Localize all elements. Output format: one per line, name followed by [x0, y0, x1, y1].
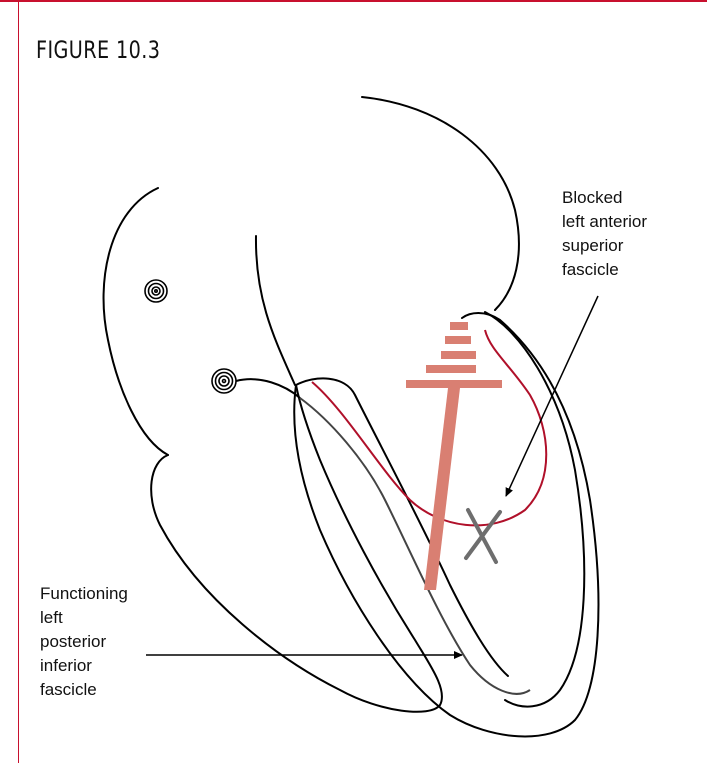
left-ventricle-outline — [294, 313, 598, 736]
blocked-label-line-3: superior — [562, 234, 647, 258]
blocked-label-line-4: fascicle — [562, 258, 647, 282]
blocked-label-line-1: Blocked — [562, 186, 647, 210]
blocked-label-line-2: left anterior — [562, 210, 647, 234]
functioning-label-line-2: left — [40, 606, 128, 630]
left-atrium-outline — [362, 97, 519, 310]
anterior-fascicle-line — [312, 330, 546, 525]
posterior-fascicle-line — [300, 398, 530, 694]
sinoatrial-node-icon — [145, 280, 167, 302]
functioning-label-line-4: inferior — [40, 654, 128, 678]
blocked-fascicle-arrow — [506, 296, 598, 496]
av-node-icon — [212, 369, 236, 393]
his-bundle-line — [236, 379, 300, 398]
blocked-fascicle-label: Blocked left anterior superior fascicle — [562, 186, 647, 282]
functioning-fascicle-label: Functioning left posterior inferior fasc… — [40, 582, 128, 702]
right-atrium-outline — [104, 188, 168, 455]
functioning-label-line-5: fascicle — [40, 678, 128, 702]
left-ventricle-cavity — [485, 312, 584, 707]
functioning-label-line-3: posterior — [40, 630, 128, 654]
atrial-septum-outline — [256, 236, 295, 385]
block-marker-icon — [466, 510, 500, 562]
functioning-label-line-1: Functioning — [40, 582, 128, 606]
